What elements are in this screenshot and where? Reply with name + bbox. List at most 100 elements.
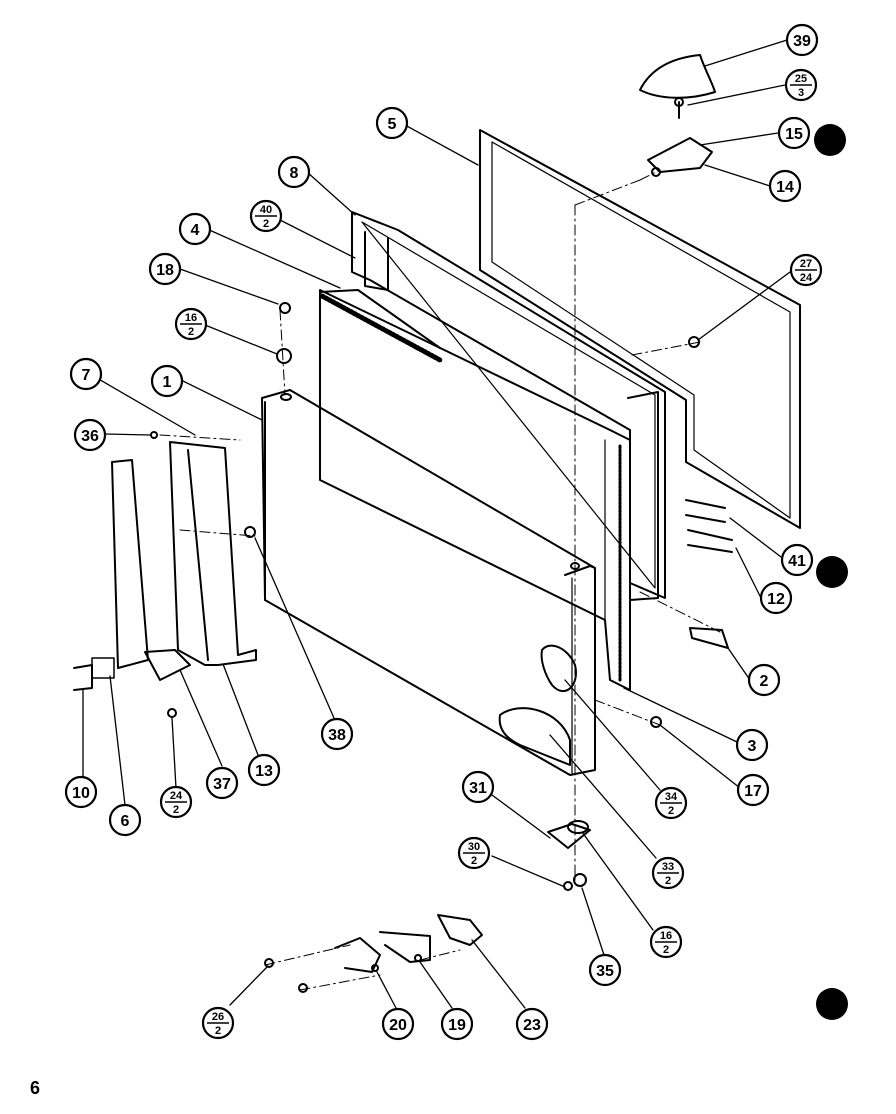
callout-part-number: 40 [260, 204, 272, 216]
callout-part-number: 12 [767, 591, 785, 608]
callout-12: 12 [759, 581, 793, 615]
callout-41: 41 [780, 543, 814, 577]
leader-lines [82, 39, 791, 1009]
page-number: 6 [30, 1078, 41, 1098]
callout-circle [736, 773, 770, 807]
callout-30-2: 302 [457, 836, 491, 870]
door-outer-frame [479, 129, 801, 529]
callout-part-number: 41 [788, 553, 806, 570]
screws [150, 302, 700, 993]
callout-36: 36 [73, 418, 107, 452]
callout-circle [440, 1007, 474, 1041]
callout-10: 10 [64, 775, 98, 809]
callout-4: 4 [178, 212, 212, 246]
callout-part-number: 31 [469, 780, 487, 797]
callout-part-number: 20 [389, 1017, 407, 1034]
callout-circle [588, 953, 622, 987]
inner-door-panel [319, 289, 659, 691]
callout-37: 37 [205, 766, 239, 800]
callout-part-number: 30 [468, 841, 480, 853]
callout-part-number: 24 [170, 790, 183, 802]
callout-part-number: 38 [328, 727, 346, 744]
callout-circle [277, 155, 311, 189]
callout-part-number: 25 [795, 73, 807, 85]
callout-quantity: 2 [188, 326, 194, 338]
top-hinge-assembly [639, 54, 716, 177]
callout-part-number: 6 [121, 813, 130, 830]
lower-hinge-assembly [334, 914, 483, 973]
callout-part-number: 19 [448, 1017, 466, 1034]
callout-circle [69, 357, 103, 391]
callout-18: 18 [148, 252, 182, 286]
callout-7: 7 [69, 357, 103, 391]
callout-circle [768, 169, 802, 203]
callout-circle [205, 766, 239, 800]
callout-quantity: 2 [668, 805, 674, 817]
handle-parts [498, 644, 577, 766]
callout-1: 1 [150, 364, 184, 398]
callout-33-2: 332 [651, 856, 685, 890]
callout-35: 35 [588, 953, 622, 987]
door-gasket [351, 211, 666, 599]
registration-marks [814, 124, 848, 1020]
callout-circle [777, 116, 811, 150]
callout-circle [108, 803, 142, 837]
callout-circle [148, 252, 182, 286]
callout-part-number: 37 [213, 776, 231, 793]
callout-circle [73, 418, 107, 452]
callout-part-number: 35 [596, 963, 614, 980]
callout-part-number: 1 [163, 374, 172, 391]
callout-circle [150, 364, 184, 398]
callout-part-number: 5 [388, 116, 397, 133]
callout-part-number: 18 [156, 262, 174, 279]
callout-quantity: 24 [800, 272, 813, 284]
callout-14: 14 [768, 169, 802, 203]
trim-strip [319, 289, 443, 363]
lower-hinge-plate [547, 820, 591, 849]
callout-13: 13 [247, 753, 281, 787]
callout-26-2: 262 [201, 1006, 235, 1040]
callout-part-number: 7 [82, 367, 91, 384]
callout-40-2: 402 [249, 199, 283, 233]
callout-25-3: 253 [784, 68, 818, 102]
callout-circle [64, 775, 98, 809]
callout-16-2: 162 [649, 925, 683, 959]
left-side-bracket [73, 441, 257, 691]
callout-23: 23 [515, 1007, 549, 1041]
callout-part-number: 17 [744, 783, 762, 800]
callout-circle [515, 1007, 549, 1041]
callout-39: 39 [785, 23, 819, 57]
callout-8: 8 [277, 155, 311, 189]
callout-part-number: 34 [665, 791, 678, 803]
callout-part-number: 16 [185, 312, 197, 324]
callout-part-number: 15 [785, 126, 803, 143]
callout-24-2: 242 [159, 785, 193, 819]
callout-20: 20 [381, 1007, 415, 1041]
callout-circle [375, 106, 409, 140]
callout-19: 19 [440, 1007, 474, 1041]
callout-31: 31 [461, 770, 495, 804]
callout-part-number: 10 [72, 785, 90, 802]
callout-part-number: 36 [81, 428, 99, 445]
front-door-panel [261, 389, 596, 776]
callout-circle [747, 663, 781, 697]
callout-quantity: 2 [173, 804, 179, 816]
small-bracket [689, 627, 729, 649]
callout-circle [780, 543, 814, 577]
callout-3: 3 [735, 728, 769, 762]
callout-part-number: 27 [800, 258, 812, 270]
callout-circle [320, 717, 354, 751]
callout-16-2: 162 [174, 307, 208, 341]
callout-circle [247, 753, 281, 787]
callout-quantity: 2 [263, 218, 269, 230]
callout-15: 15 [777, 116, 811, 150]
registration-dot [816, 556, 848, 588]
callout-circle [785, 23, 819, 57]
callout-circle [381, 1007, 415, 1041]
callout-circle [759, 581, 793, 615]
callout-part-number: 13 [255, 763, 273, 780]
